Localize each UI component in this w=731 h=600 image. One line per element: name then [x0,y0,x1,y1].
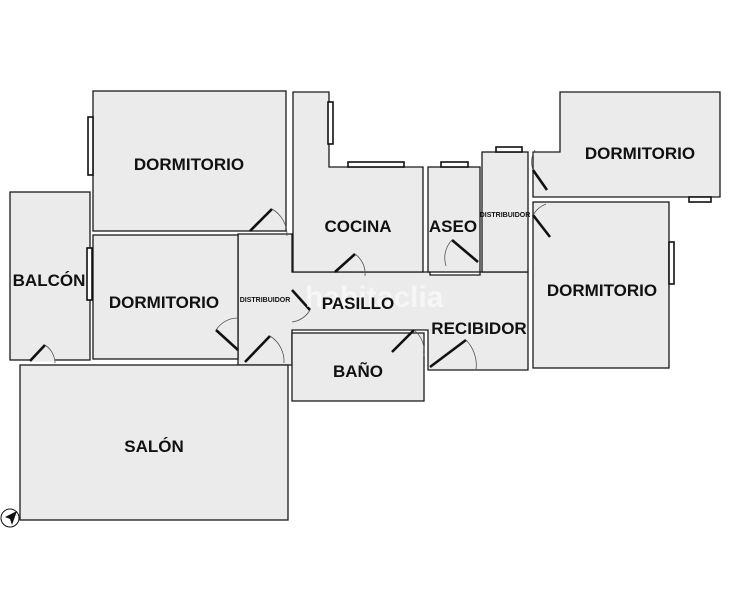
window-cocina-side [327,101,334,145]
label-salon: SALÓN [124,437,184,456]
label-bano: BAÑO [333,361,383,381]
compass-arrow-icon [0,508,20,528]
room-dormitorio-right [532,201,670,369]
door-dormitorio-mid-left [215,317,239,351]
label-distribuidor-right: DISTRIBUIDOR [480,212,531,219]
door-distribuidor-left [291,289,311,323]
door-dormitorio-right [531,203,552,238]
door-entrada-recibidor [429,338,477,371]
label-distribuidor-left: DISTRIBUIDOR [240,297,291,304]
door-dormitorio-top-left [249,208,288,237]
label-recibidor: RECIBIDOR [431,319,526,338]
window-aseo [440,161,469,168]
watermark: habitaclia [305,281,444,314]
door-balcon-salon [29,344,56,364]
window-cocina-top [347,161,405,168]
window-dormitorio-right [668,241,675,285]
room-salon [19,364,289,521]
label-dormitorio-top-right: DORMITORIO [585,144,695,163]
room-dormitorio-mid-left [92,234,239,360]
label-dormitorio-top-left: DORMITORIO [134,155,244,174]
door-aseo [444,239,479,267]
label-aseo: ASEO [429,217,477,236]
label-cocina: COCINA [324,217,391,236]
label-dormitorio-mid-left: DORMITORIO [109,293,219,312]
window-dormitorio-top-left [87,116,94,176]
room-bano [291,332,425,402]
room-cocina [292,91,424,273]
door-dormitorio-top-right [531,149,549,191]
room-distribuidor-right [481,151,529,273]
room-dormitorio-top-left [92,90,287,232]
window-dormitorio-top-right [688,196,712,203]
window-balcon [86,247,93,301]
room-dormitorio-top-right [532,91,721,198]
label-pasillo: PASILLO [322,294,394,313]
label-dormitorio-right: DORMITORIO [547,281,657,300]
label-balcon: BALCÓN [13,271,86,290]
door-bano [391,329,425,357]
window-distribuidor-right [495,146,523,153]
door-salon [244,335,285,364]
door-cocina [334,253,366,277]
